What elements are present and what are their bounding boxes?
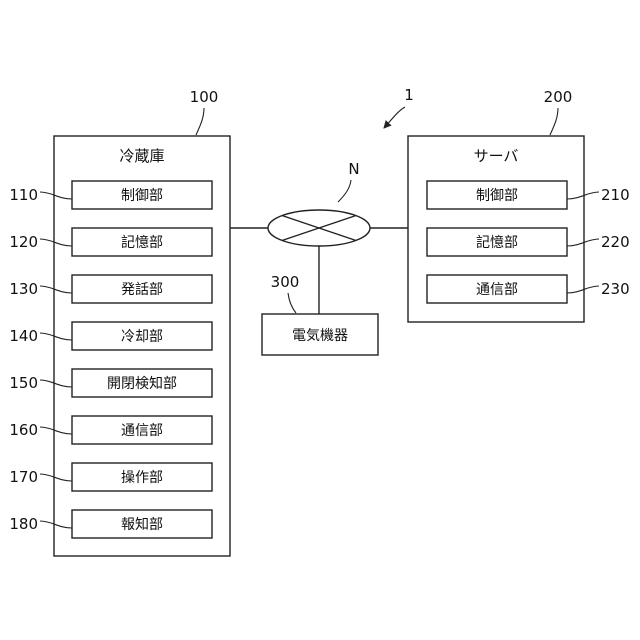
server-title: サーバ [474, 147, 519, 165]
refrigerator-unit: 発話部 130 [9, 275, 212, 303]
server-ref-leader [550, 108, 558, 135]
server-unit-label: 記憶部 [476, 234, 518, 251]
server-unit-label: 通信部 [476, 282, 518, 298]
network-ref-leader [338, 180, 351, 202]
appliance-ref-leader [288, 293, 296, 313]
refrigerator-unit: 開閉検知部 150 [9, 369, 212, 397]
appliance-label: 電気機器 [292, 328, 348, 344]
refrigerator-unit-label: 操作部 [121, 470, 163, 486]
system-ref-arrow [384, 107, 405, 128]
refrigerator-title: 冷蔵庫 [119, 147, 164, 165]
server-units: 制御部 210 記憶部 220 通信部 230 [427, 181, 630, 303]
network-ref-label: N [348, 160, 359, 178]
server-unit-ref: 210 [601, 186, 630, 204]
refrigerator-unit-ref: 150 [9, 374, 38, 392]
refrigerator-unit-ref: 120 [9, 233, 38, 251]
system-ref-label: 1 [404, 86, 414, 104]
server-unit: 通信部 230 [427, 275, 630, 303]
refrigerator-unit-label: 冷却部 [121, 329, 163, 345]
server-unit: 記憶部 220 [427, 228, 630, 256]
refrigerator-unit-label: 発話部 [121, 281, 163, 298]
server-unit: 制御部 210 [427, 181, 630, 209]
refrigerator-unit: 通信部 160 [9, 416, 212, 444]
server-unit-ref: 230 [601, 280, 630, 298]
network-symbol [268, 210, 370, 246]
refrigerator-unit: 冷却部 140 [9, 322, 212, 350]
refrigerator-unit: 操作部 170 [9, 463, 212, 491]
refrigerator-unit-ref: 140 [9, 327, 38, 345]
refrigerator-ref-label: 100 [190, 88, 219, 106]
refrigerator-unit: 記憶部 120 [9, 228, 212, 256]
appliance-ref-label: 300 [271, 273, 300, 291]
refrigerator-unit-label: 制御部 [121, 188, 163, 204]
server-unit-label: 制御部 [476, 188, 518, 204]
server-unit-ref: 220 [601, 233, 630, 251]
refrigerator-unit-label: 報知部 [121, 516, 163, 533]
refrigerator-unit-label: 開閉検知部 [107, 375, 177, 392]
refrigerator-unit-label: 通信部 [121, 423, 163, 439]
refrigerator-unit: 制御部 110 [9, 181, 212, 209]
server-ref-label: 200 [544, 88, 573, 106]
refrigerator-unit-ref: 110 [9, 186, 38, 204]
refrigerator-unit-label: 記憶部 [121, 234, 163, 251]
refrigerator-unit-ref: 160 [9, 421, 38, 439]
refrigerator-unit-ref: 180 [9, 515, 38, 533]
refrigerator-unit-ref: 130 [9, 280, 38, 298]
refrigerator-ref-leader [196, 108, 204, 135]
refrigerator-unit: 報知部 180 [9, 510, 212, 538]
refrigerator-unit-ref: 170 [9, 468, 38, 486]
